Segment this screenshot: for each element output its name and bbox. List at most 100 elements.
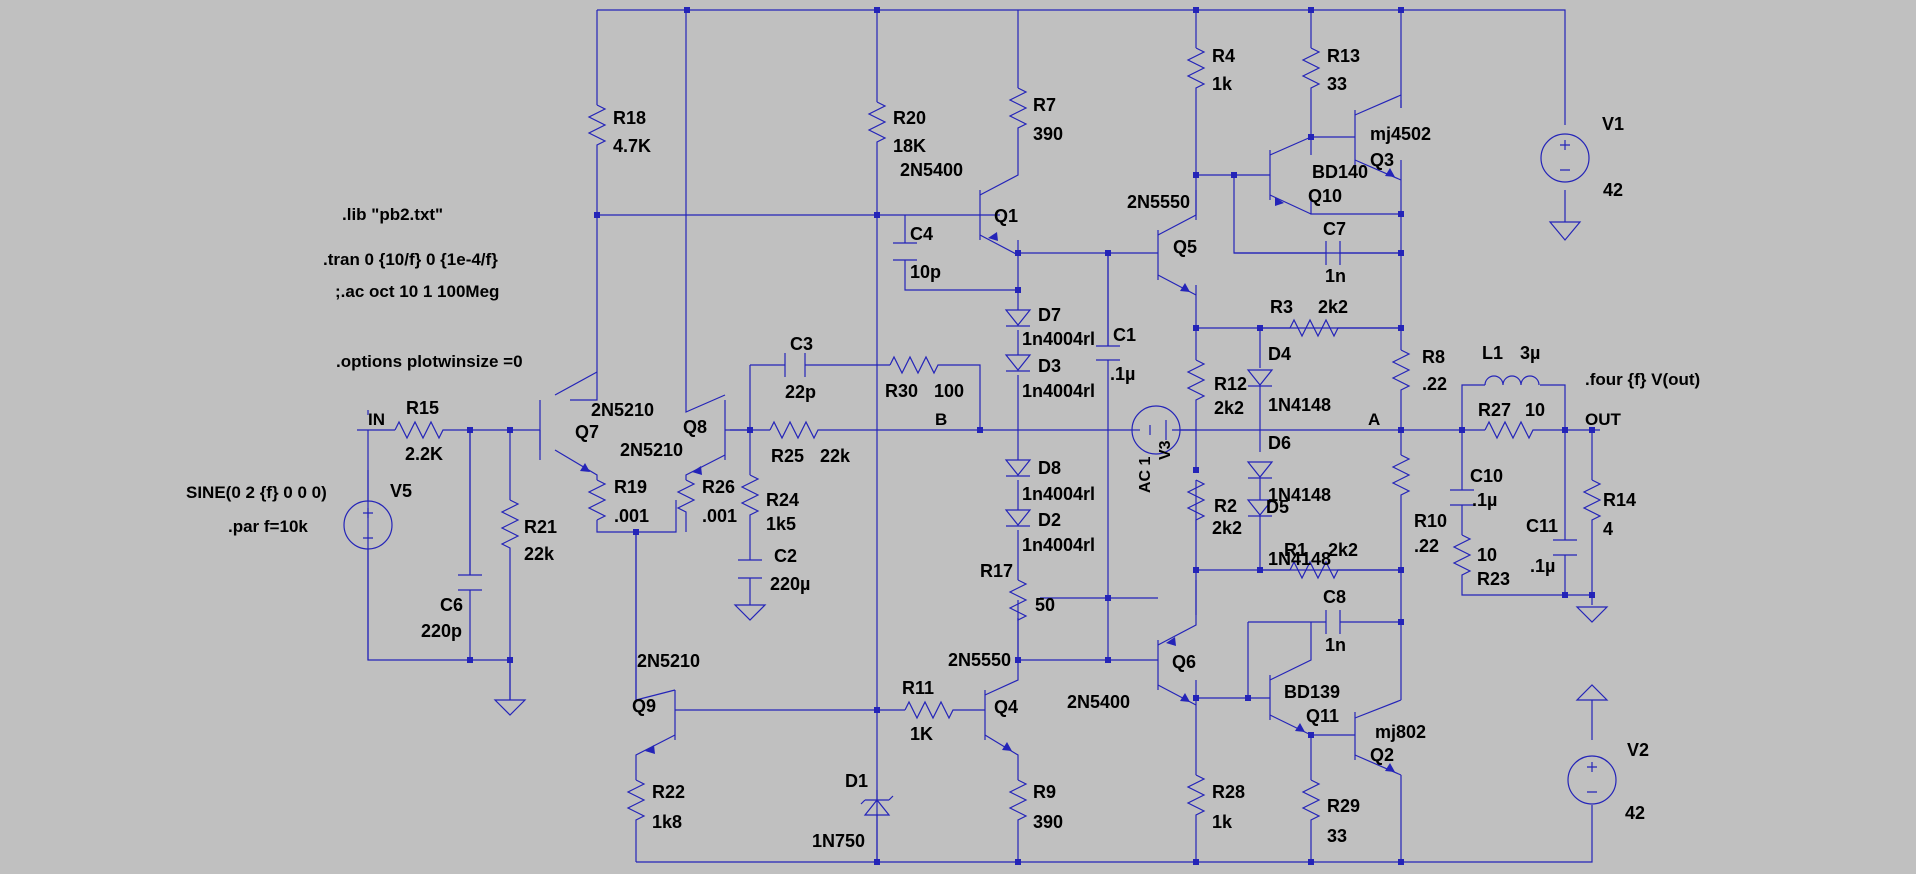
resistor-r20-symbol [867,101,887,152]
r9-value: 390 [1033,812,1063,832]
inductor-l1-symbol [1484,375,1540,386]
q11-model: BD139 [1284,682,1340,702]
diode-d6-symbol [1246,461,1274,479]
q3-model: mj4502 [1370,124,1431,144]
resistor-r13-symbol [1301,47,1321,92]
q10-name: Q10 [1308,186,1342,206]
r24-name: R24 [766,490,799,510]
d1-name: D1 [845,771,868,791]
ground-symbol [733,604,767,621]
r7-name: R7 [1033,95,1056,115]
d8-value: 1n4004rl [1022,484,1095,504]
voltage-source-v5-symbol [343,430,393,660]
sources [343,133,1617,805]
r18-name: R18 [613,108,646,128]
q4-model: 2N5550 [948,650,1011,670]
voltage-source-v1-symbol [1540,133,1590,183]
resistor-r26-symbol [676,479,696,532]
directive-options: .options plotwinsize =0 [336,352,523,371]
r1-value: 2k2 [1328,540,1358,560]
r26-value: .001 [702,506,737,526]
r18-value: 4.7K [613,136,651,156]
r27-name: R27 [1478,400,1511,420]
r10-value: .22 [1414,536,1439,556]
r22-name: R22 [652,782,685,802]
c8-value: 1n [1325,635,1346,655]
transistor-arrows [580,168,1395,772]
capacitor-c8-symbol [1325,610,1341,634]
q5-model: 2N5550 [1127,192,1190,212]
resistor-r21-symbol [500,499,520,565]
c4-name: C4 [910,224,933,244]
net-label-out: OUT [1585,410,1622,429]
directive-ac: ;.ac oct 10 1 100Meg [335,282,499,301]
q8-model: 2N5210 [620,440,683,460]
d8-name: D8 [1038,458,1061,478]
r20-name: R20 [893,108,926,128]
resistor-r30-symbol [889,355,950,375]
r13-name: R13 [1327,46,1360,66]
r21-name: R21 [524,517,557,537]
r2-name: R2 [1214,496,1237,516]
c1-name: C1 [1113,325,1136,345]
d6-name: D6 [1268,433,1291,453]
r12-name: R12 [1214,374,1247,394]
component-labels: R18 4.7K R20 18K R7 390 R4 1k R13 33 R15… [390,46,1649,851]
r26-name: R26 [702,477,735,497]
l1-value: 3µ [1520,343,1540,363]
c10-name: C10 [1470,466,1503,486]
q8-name: Q8 [683,417,707,437]
resistor-r1-symbol [1289,560,1355,580]
net-label-b: B [935,410,947,429]
r29-name: R29 [1327,796,1360,816]
net-label-in: IN [368,410,385,429]
directive-par: .par f=10k [228,517,308,536]
capacitor-c11-symbol [1553,539,1577,556]
resistor-r14-symbol [1582,479,1602,545]
d4-name: D4 [1268,344,1291,364]
r7-value: 390 [1033,124,1063,144]
r2-value: 2k2 [1212,518,1242,538]
r23-name: R23 [1477,569,1510,589]
r13-value: 33 [1327,74,1347,94]
r30-name: R30 [885,381,918,401]
r8-name: R8 [1422,347,1445,367]
c11-name: C11 [1526,516,1558,536]
d7-value: 1n4004rl [1022,329,1095,349]
source-v5-function: SINE(0 2 {f} 0 0 0) [186,483,327,502]
resistor-r18-symbol [587,104,607,150]
q6-model: 2N5400 [1067,692,1130,712]
r20-value: 18K [893,136,926,156]
ground-symbol [1575,684,1609,701]
net-label-a: A [1368,410,1380,429]
r29-value: 33 [1327,826,1347,846]
resistor-r11-symbol [904,700,955,720]
r28-name: R28 [1212,782,1245,802]
diodes [860,309,1274,862]
capacitor-c3-symbol [784,353,806,377]
c7-name: C7 [1323,219,1346,239]
r8-value: .22 [1422,374,1447,394]
r21-value: 22k [524,544,555,564]
d5-value: 1N4148 [1268,549,1331,569]
q6-name: Q6 [1172,652,1196,672]
r1-name: R1 [1284,540,1307,560]
q4-name: Q4 [994,697,1018,717]
voltage-source-v3-symbol [1131,405,1181,455]
q2-name: Q2 [1370,745,1394,765]
r24-value: 1k5 [766,514,796,534]
resistor-r7-symbol [1008,87,1028,138]
r19-name: R19 [614,477,647,497]
d6-value: 1N4148 [1268,485,1331,505]
r9-name: R9 [1033,782,1056,802]
v3-name: V3 [1157,440,1174,460]
resistor-r8-symbol [1391,349,1411,400]
diode-d2-symbol [1004,509,1032,527]
junctions [467,7,1595,865]
ground-symbol [1575,606,1609,623]
q11-name: Q11 [1306,706,1339,726]
r11-name: R11 [902,678,934,698]
capacitors [458,241,1577,634]
v2-value: 42 [1625,803,1645,823]
